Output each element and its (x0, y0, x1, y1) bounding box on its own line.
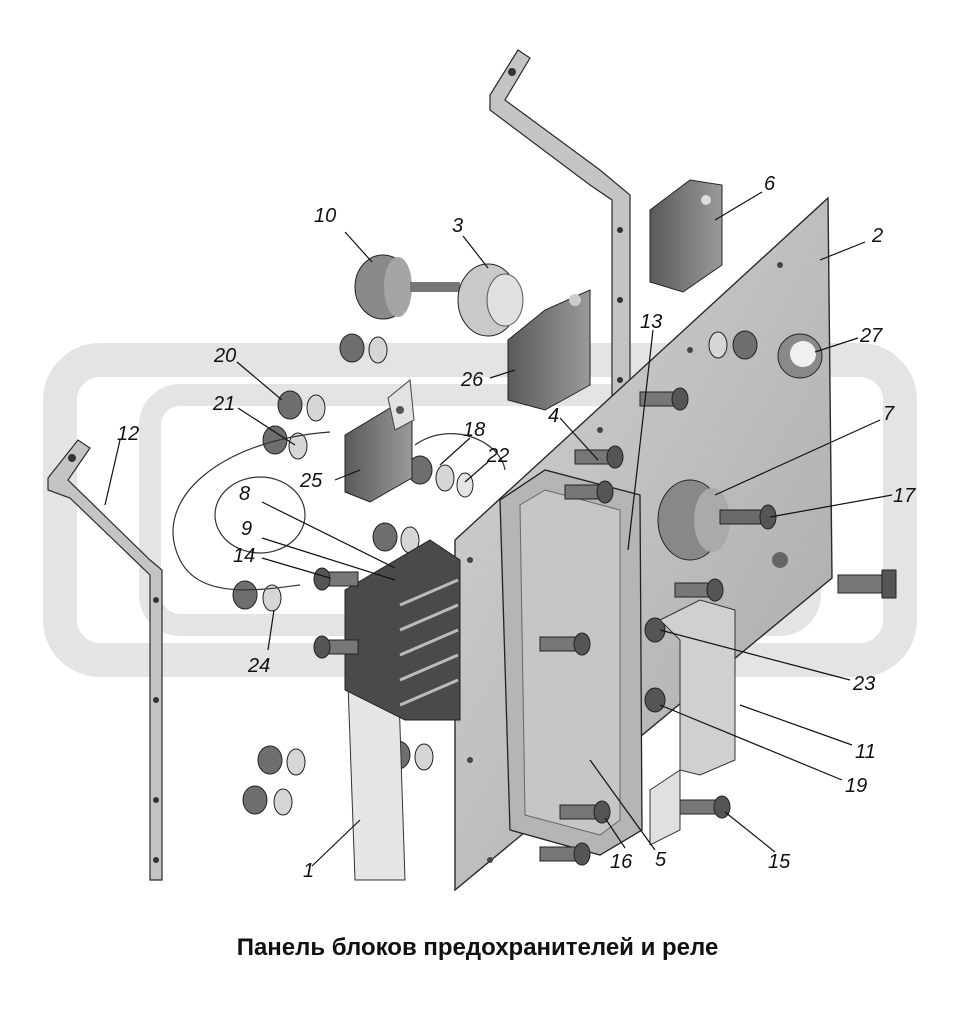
callout-6: 6 (764, 173, 776, 195)
callout-8: 8 (239, 483, 250, 505)
part-17-screw (719, 504, 777, 530)
callout-26: 26 (460, 369, 484, 391)
part-12-bracket (47, 439, 163, 881)
fuse-block (344, 539, 461, 721)
detail-outlines (172, 431, 506, 591)
callout-24: 24 (247, 655, 270, 677)
callout-20: 20 (213, 345, 236, 367)
part-25-relay (344, 379, 415, 503)
callout-16: 16 (610, 851, 633, 873)
part-5-front-cover (499, 469, 643, 856)
callout-10: 10 (314, 205, 336, 227)
part-26-block (507, 289, 591, 411)
callout-27: 27 (859, 325, 883, 347)
callout-12: 12 (117, 423, 139, 445)
callout-22: 22 (486, 445, 509, 467)
callout-17: 17 (893, 485, 916, 507)
callout-1: 1 (303, 860, 314, 882)
callout-11: 11 (855, 741, 876, 763)
nuts-and-washers (232, 330, 758, 816)
callout-19: 19 (845, 775, 867, 797)
part-6-relay-cover (649, 179, 723, 293)
callout-5: 5 (655, 849, 667, 871)
callout-15: 15 (768, 851, 791, 873)
diagram-caption: Панель блоков предохранителей и реле (236, 934, 719, 961)
callout-13: 13 (640, 311, 662, 333)
callout-18: 18 (463, 419, 485, 441)
callout-14: 14 (233, 545, 255, 567)
callout-2: 2 (871, 225, 883, 247)
callout-21: 21 (212, 393, 235, 415)
callout-25: 25 (299, 470, 323, 492)
bolts (313, 387, 897, 866)
callout-23: 23 (852, 673, 875, 695)
part-27-grommet (777, 333, 823, 379)
callout-4: 4 (548, 405, 559, 427)
part-11-bracket (649, 599, 736, 846)
callout-7: 7 (883, 403, 895, 425)
part-3-holder (457, 263, 524, 337)
callout-9: 9 (241, 518, 252, 540)
part-10-cap (354, 254, 460, 320)
callout-labels: 1 2 3 4 5 6 7 8 9 10 11 12 13 14 15 16 1… (117, 173, 916, 882)
callout-3: 3 (452, 215, 463, 237)
leader-lines (104, 191, 893, 867)
part-7-bushing (657, 479, 730, 561)
